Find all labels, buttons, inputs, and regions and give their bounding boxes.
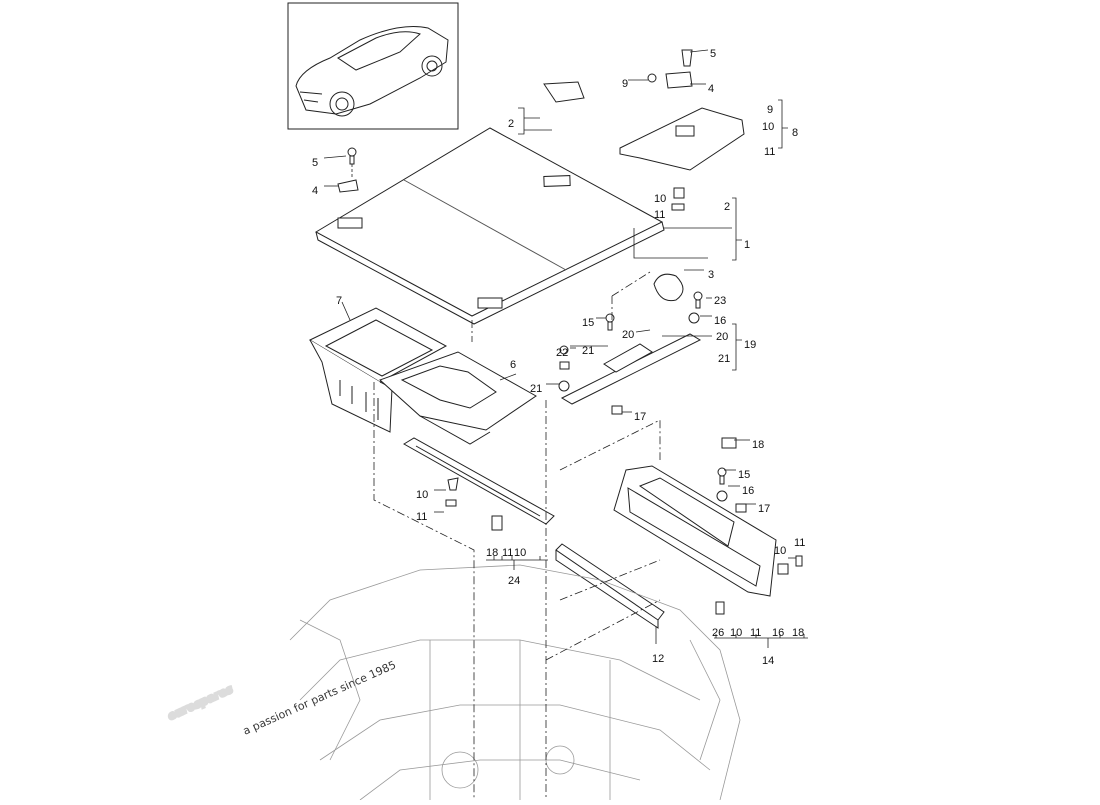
- callout-c26-row: 26: [712, 627, 724, 639]
- callout-c2-left: 2: [508, 118, 514, 130]
- callout-c18-row: 18: [486, 547, 498, 559]
- callout-c12: 12: [652, 653, 664, 665]
- callout-c5-left: 5: [312, 157, 318, 169]
- callout-c15-b: 15: [738, 469, 750, 481]
- luggage-floor-panel: [314, 127, 665, 325]
- callout-c9: 9: [622, 78, 628, 90]
- callout-c3: 3: [708, 269, 714, 281]
- callout-c23: 23: [714, 295, 726, 307]
- callout-c10-row: 10: [514, 547, 526, 559]
- callout-c4-top: 4: [708, 83, 714, 95]
- callout-c11-r: 11: [794, 537, 805, 549]
- callout-c20-grp: 20: [716, 331, 728, 343]
- callout-c10-grp: 10: [762, 121, 774, 133]
- callout-c14: 14: [762, 655, 774, 667]
- callout-c17-a: 17: [634, 411, 646, 423]
- callout-c16-b: 16: [742, 485, 754, 497]
- fasteners: [337, 147, 803, 615]
- storage-tray: [379, 351, 537, 445]
- svg-text:a passion for parts since 1985: a passion for parts since 1985: [241, 658, 398, 737]
- svg-text:eurospares: eurospares: [166, 682, 235, 722]
- callout-c20-a: 20: [622, 329, 634, 341]
- callout-c2-right: 2: [724, 201, 730, 213]
- callout-c21-b: 21: [530, 383, 542, 395]
- callout-c22: 22: [556, 347, 568, 359]
- callout-c11-mid: 11: [654, 209, 665, 221]
- cover-plate: [555, 543, 665, 629]
- trim-cover: [543, 49, 745, 171]
- callout-c17-b: 17: [758, 503, 770, 515]
- callout-c7: 7: [336, 295, 342, 307]
- vehicle-thumbnail: [287, 2, 459, 130]
- callout-c6: 6: [510, 359, 516, 371]
- callout-c10-mid: 10: [654, 193, 666, 205]
- callout-c4-left: 4: [312, 185, 318, 197]
- callout-c16-row2: 16: [772, 627, 784, 639]
- callout-c16-a: 16: [714, 315, 726, 327]
- callout-c24: 24: [508, 575, 520, 587]
- callout-c19: 19: [744, 339, 756, 351]
- callout-c5-top: 5: [710, 48, 716, 60]
- callout-c15-a: 15: [582, 317, 594, 329]
- callout-c1: 1: [744, 239, 750, 251]
- callout-c9-grp: 9: [767, 104, 773, 116]
- watermark-logo: eurospares a passion for parts since 198…: [165, 658, 398, 737]
- callout-c11-row2: 11: [750, 627, 761, 639]
- callout-c10-row2: 10: [730, 627, 742, 639]
- callout-c11-l: 11: [416, 511, 427, 523]
- callout-c18-a: 18: [752, 439, 764, 451]
- callout-c21-grp: 21: [718, 353, 730, 365]
- leader-lines: [323, 49, 808, 800]
- callout-c18-row2: 18: [792, 627, 804, 639]
- callout-c8: 8: [792, 127, 798, 139]
- vehicle-floor-sketch: [289, 564, 741, 801]
- callout-c21-a: 21: [582, 345, 594, 357]
- callout-c11-grp: 11: [764, 146, 775, 158]
- mounting-rail: [403, 333, 702, 525]
- callout-c10-r: 10: [774, 545, 786, 557]
- callout-c11-row: 11: [502, 547, 513, 559]
- rear-trim-panel: [613, 465, 777, 597]
- callout-c10-l: 10: [416, 489, 428, 501]
